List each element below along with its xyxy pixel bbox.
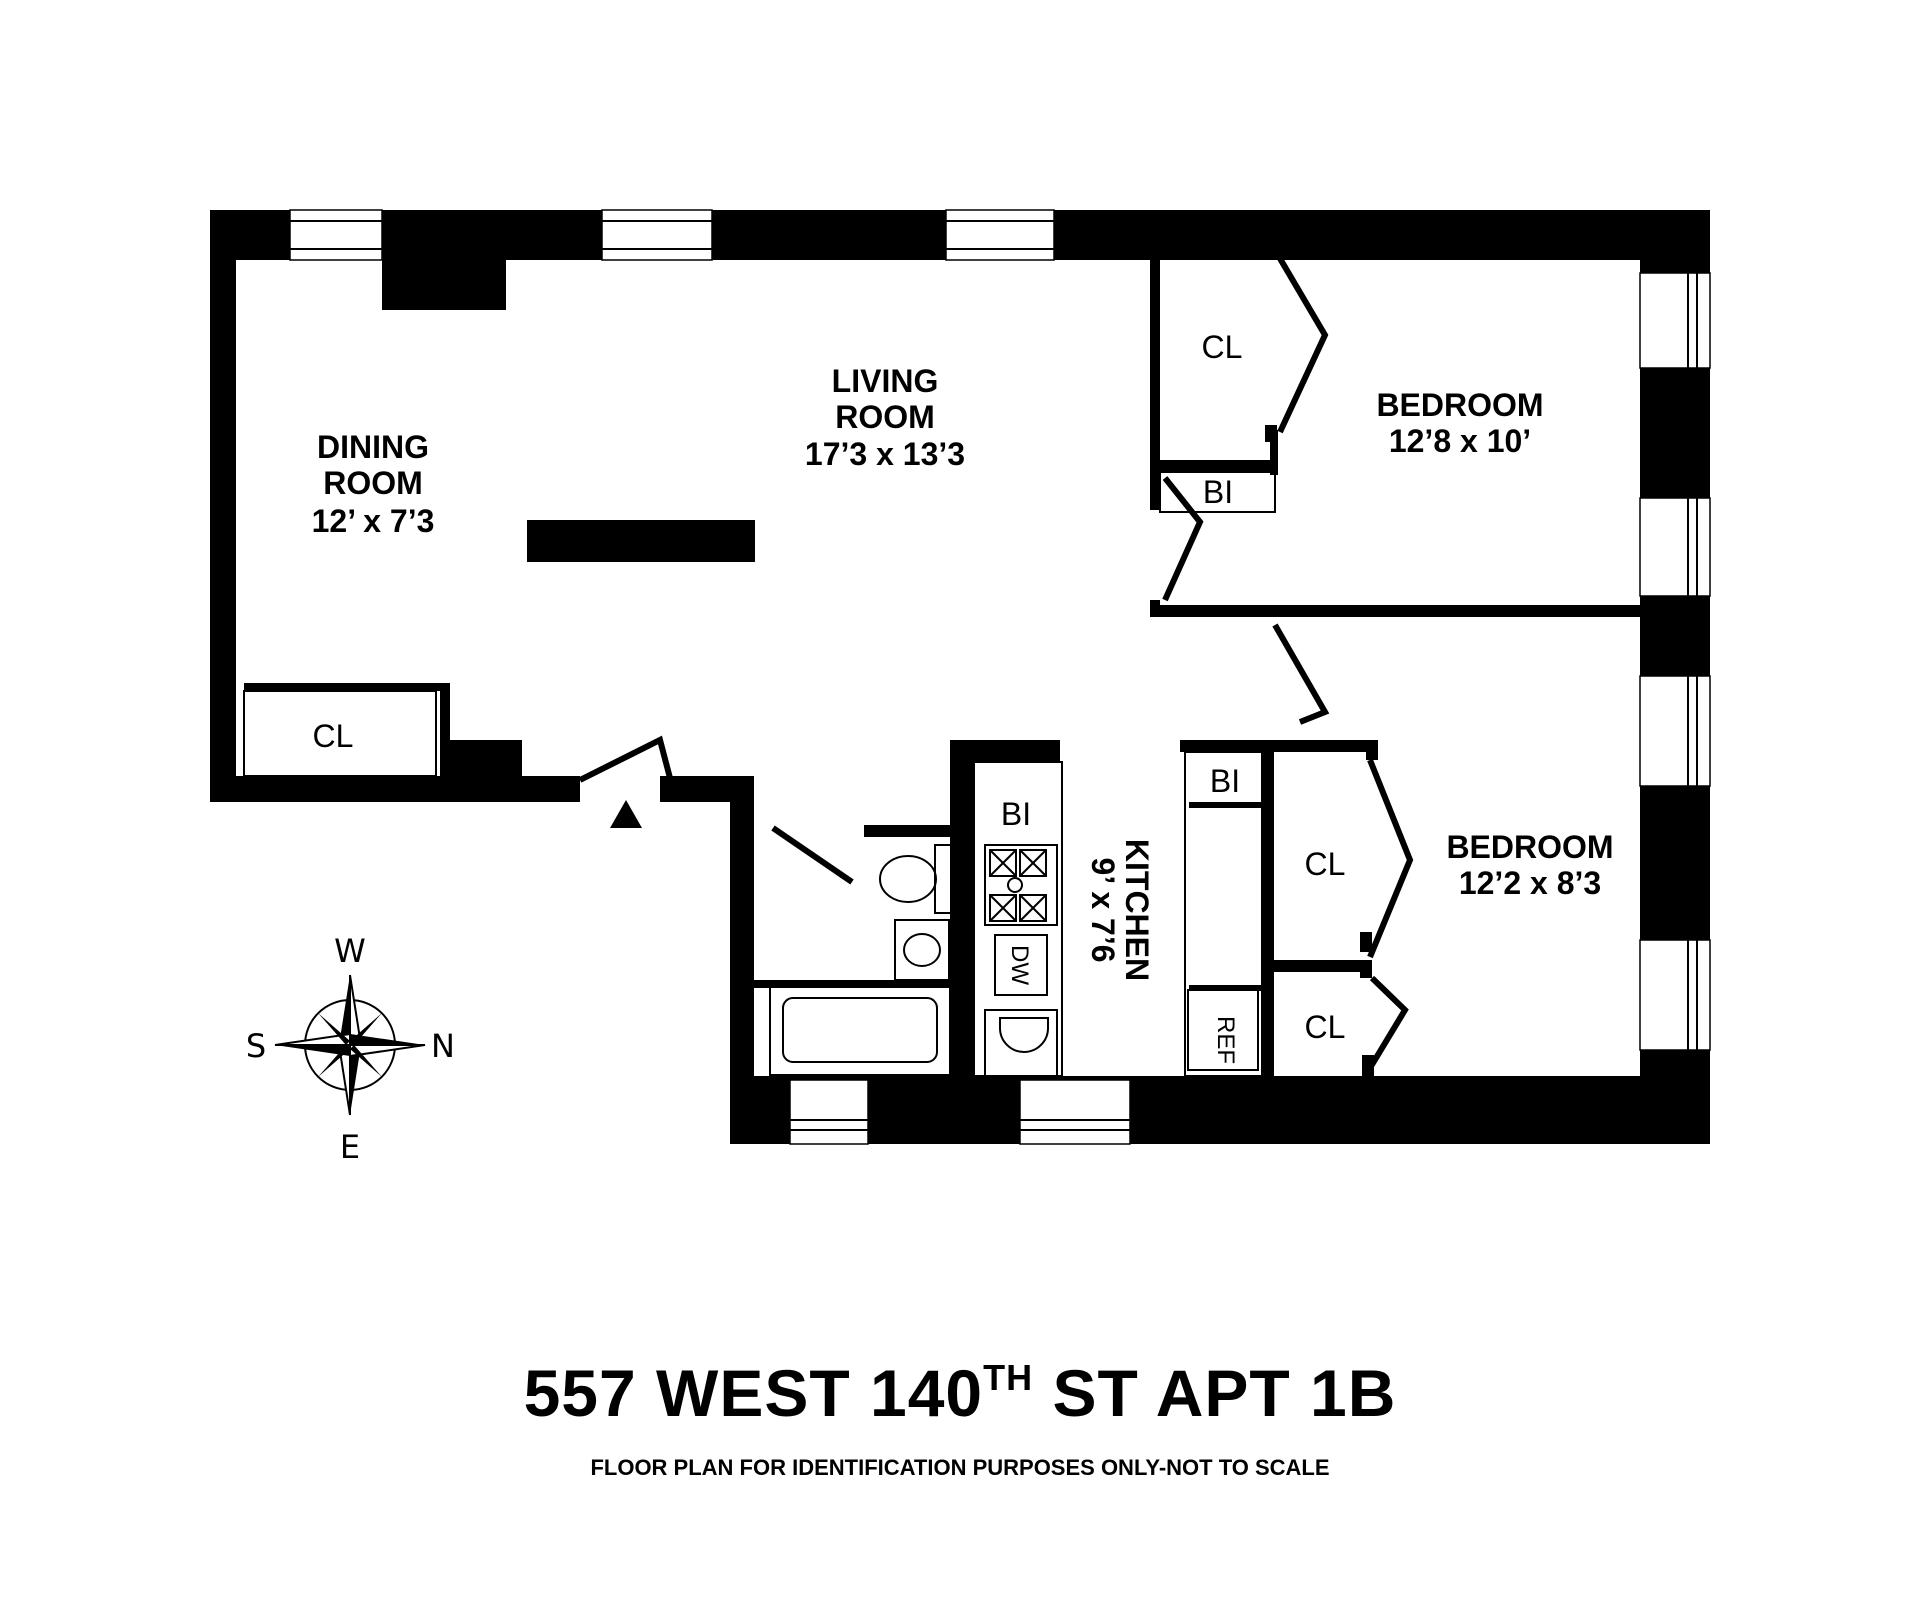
address-title: 557 WEST 140TH ST APT 1B [0,1355,1920,1431]
stove [984,844,1058,926]
window-bedroom-1-a [1639,272,1711,369]
compass-right-label: N [431,1027,455,1065]
bedroom-2-small-closet-label: CL [1305,1009,1346,1045]
disclaimer-text: FLOOR PLAN FOR IDENTIFICATION PURPOSES O… [590,1455,1330,1480]
door-bedroom-2 [1272,623,1330,725]
door-entry [578,735,673,783]
kitchen-sink-basin [999,1017,1049,1053]
door-bedroom-2-small-closet [1367,975,1409,1070]
bedroom-1-closet-label: CL [1202,329,1243,365]
address-main: 557 WEST 140 [523,1356,984,1430]
door-bedroom-1 [1162,476,1204,602]
living-room-size: 17’3 x 13’3 [805,436,965,472]
window-kitchen-bottom [1019,1079,1131,1145]
dining-room-name-line2: ROOM [323,465,423,501]
window-living-top-1 [601,209,713,261]
bedroom-2-closet-label: CL [1305,846,1346,882]
window-dining-top [289,209,383,261]
dining-room-label: DINING ROOM 12’ x 7’3 [312,429,435,539]
address-rest: ST APT 1B [1033,1356,1397,1430]
kitchen-bi-left-label: BI [1001,796,1031,832]
window-bedroom-2-a [1639,675,1711,787]
kitchen-label: KITCHEN 9’ x 7’6 [1085,839,1155,981]
dishwasher [994,934,1048,996]
doors [578,248,1414,1070]
kitchen-bi-right-label: BI [1210,763,1240,799]
dining-closet-label: CL [313,718,354,754]
bedroom-1-label: BEDROOM 12’8 x 10’ [1376,387,1543,459]
bedroom-1-size: 12’8 x 10’ [1389,423,1531,459]
door-bedroom-1-closet [1272,248,1329,434]
entry-arrow-icon [610,800,642,828]
sink-basin [903,933,941,967]
door-bedroom-2-closet [1367,758,1414,959]
window-bedroom-1-b [1639,497,1711,597]
living-room-name-line1: LIVING [832,363,939,399]
bathtub [769,984,951,1076]
bedroom-1-bi-cabinet [1159,471,1276,513]
sink-counter [894,919,950,981]
refrigerator [1187,989,1259,1071]
window-bedroom-2-b [1639,939,1711,1051]
compass-top-label: W [334,932,366,970]
bedroom-1-name: BEDROOM [1376,387,1543,423]
compass-bottom-label: E [340,1128,360,1166]
bedroom-2-name: BEDROOM [1446,829,1613,865]
bathtub-inner [782,997,938,1063]
kitchen-counter-right [1184,751,1263,1077]
dining-room-size: 12’ x 7’3 [312,503,435,539]
window-living-top-2 [945,209,1055,261]
dining-room-name-line1: DINING [317,429,429,465]
dining-closet-box [243,690,437,777]
bedroom-2-size: 12’2 x 8’3 [1459,865,1601,901]
kitchen-fixtures [984,844,1259,1077]
living-room-beam [527,520,755,562]
living-room-name-line2: ROOM [835,399,935,435]
dishwasher-label: DW [1006,945,1033,985]
windows [289,209,1711,1145]
door-bathroom [771,825,854,885]
kitchen-name: KITCHEN [1119,839,1155,981]
toilet-bowl [879,855,937,903]
bathroom-fixtures [769,844,956,1076]
kitchen-size: 9’ x 7’6 [1085,858,1121,963]
bedroom-2-label: BEDROOM 12’2 x 8’3 [1446,829,1613,901]
window-bath-bottom [789,1079,869,1145]
address-ordinal-suffix: TH [983,1357,1034,1398]
stove-burners-icon [989,849,1047,922]
refrigerator-label: REF [1212,1016,1239,1064]
bedroom-1-bi-label: BI [1203,474,1233,510]
compass-rose-icon [274,974,426,1116]
living-room-label: LIVING ROOM 17’3 x 13’3 [805,363,965,472]
kitchen-sink [984,1009,1058,1077]
interior-walls [244,210,1640,1076]
compass-left-label: S [246,1027,266,1065]
